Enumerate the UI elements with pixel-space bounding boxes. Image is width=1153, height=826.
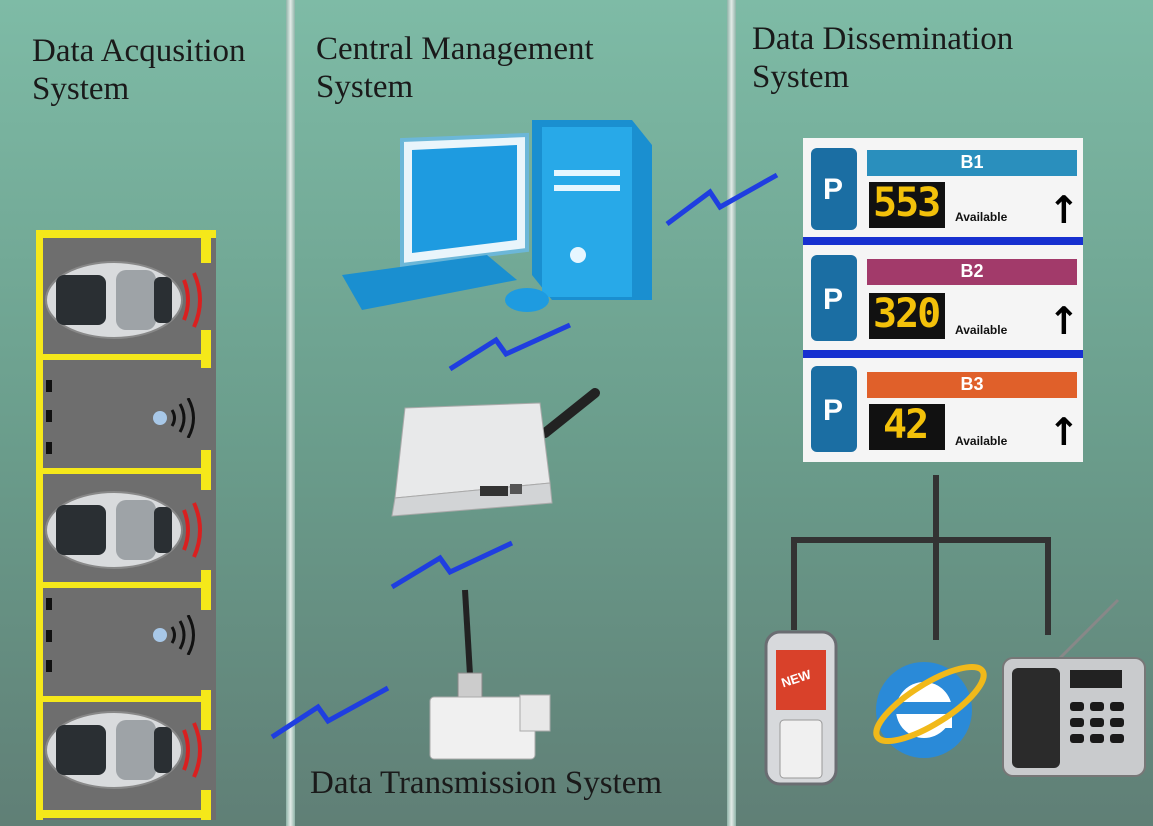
- title-central: Central Management System: [316, 31, 594, 105]
- available-count: 553: [873, 180, 941, 226]
- sensor-icon: [153, 398, 195, 438]
- available-label: Available: [955, 323, 1008, 337]
- section-divider-left: [286, 0, 295, 826]
- lightning-link: [448, 322, 572, 372]
- arrow-up-icon: ↑: [1048, 410, 1080, 454]
- parking-symbol-letter: P: [823, 173, 844, 206]
- parking-sign-stack: P B1 553 Available ↑ P B2 320 Available …: [803, 138, 1083, 462]
- arrow-up-icon: ↑: [1048, 299, 1080, 343]
- level-banner: B1: [867, 150, 1077, 176]
- available-count: 320: [873, 291, 941, 337]
- parking-symbol: [811, 255, 857, 341]
- parking-sign-b3: P B3 42 Available ↑: [803, 358, 1083, 462]
- car-icon: [45, 491, 202, 569]
- computer-icon: [342, 120, 652, 312]
- level-label: B1: [960, 152, 984, 172]
- parking-symbol-letter: P: [823, 283, 844, 316]
- count-display: 553: [869, 180, 945, 228]
- parking-symbol-letter: P: [823, 394, 844, 427]
- level-label: B3: [960, 374, 984, 394]
- parking-symbol: [811, 148, 857, 230]
- arrow-up-icon: ↑: [1048, 188, 1080, 232]
- title-transmission: Data Transmission System: [310, 765, 663, 801]
- count-display: 320: [869, 291, 945, 339]
- radio-icon: [1002, 598, 1146, 777]
- level-banner: B3: [867, 372, 1077, 398]
- car-icon: [45, 711, 202, 789]
- phone-icon: [764, 630, 838, 786]
- car-icon: [45, 261, 202, 339]
- level-label: B2: [960, 261, 984, 281]
- lightning-link: [665, 172, 779, 227]
- browser-icon: [873, 662, 987, 758]
- available-label: Available: [955, 434, 1008, 448]
- count-display: 42: [869, 402, 945, 450]
- distribution-tree: [791, 475, 1051, 640]
- parking-sign-b2: P B2 320 Available ↑: [803, 245, 1083, 350]
- title-dissemination: Data Dissemination System: [752, 21, 1014, 95]
- lightning-link: [270, 685, 390, 740]
- parking-symbol: [811, 366, 857, 452]
- sensor-node-icon: [429, 589, 551, 760]
- title-acquisition: Data Acqusition System: [32, 33, 246, 107]
- available-count: 42: [883, 402, 929, 448]
- gateway-icon: [391, 388, 600, 517]
- sensor-icon: [153, 615, 195, 655]
- parking-sign-b1: P B1 553 Available ↑: [803, 138, 1083, 237]
- lightning-link: [390, 540, 514, 590]
- section-divider-right: [727, 0, 736, 826]
- available-label: Available: [955, 210, 1008, 224]
- level-banner: B2: [867, 259, 1077, 285]
